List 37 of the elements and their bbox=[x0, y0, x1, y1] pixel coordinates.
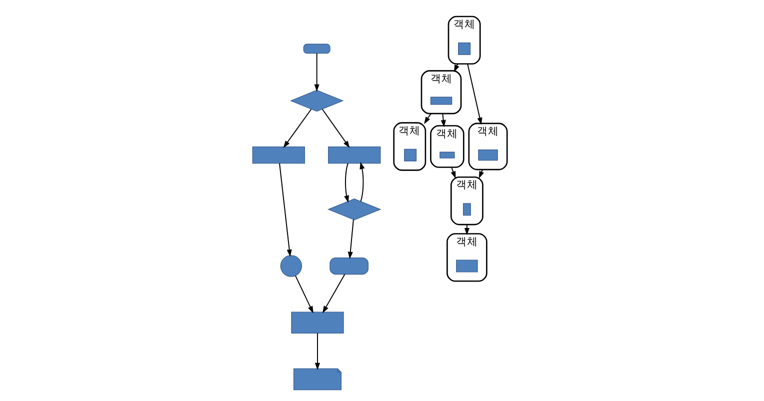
node-box bbox=[404, 148, 416, 162]
cluster: 객체 bbox=[450, 176, 483, 226]
node-circle bbox=[280, 255, 302, 277]
cluster: 객체 bbox=[420, 70, 462, 114]
arrow bbox=[294, 275, 313, 314]
cluster: 객체 bbox=[430, 125, 464, 168]
node-box bbox=[302, 44, 330, 54]
cluster: 객체 bbox=[468, 122, 508, 170]
node-box bbox=[252, 146, 304, 164]
node-diamond bbox=[326, 198, 381, 220]
arrow bbox=[347, 219, 354, 260]
node-box bbox=[328, 146, 380, 164]
arrow bbox=[322, 274, 345, 314]
arrow bbox=[359, 162, 364, 202]
node-box bbox=[430, 96, 452, 105]
arrow bbox=[466, 63, 482, 125]
arrow bbox=[282, 108, 312, 148]
arrow bbox=[464, 224, 469, 236]
cluster: 객체 bbox=[392, 122, 426, 171]
node-box bbox=[290, 312, 344, 334]
node-box bbox=[439, 152, 454, 158]
node-box bbox=[329, 257, 368, 275]
cluster: 객체 bbox=[446, 233, 487, 282]
node-box bbox=[458, 42, 470, 55]
node-box bbox=[456, 260, 478, 272]
cluster: 객체 bbox=[447, 16, 480, 65]
node-diamond bbox=[289, 90, 344, 112]
arrow bbox=[314, 52, 319, 92]
arrow bbox=[423, 113, 432, 124]
node-box bbox=[478, 149, 498, 161]
arrow bbox=[321, 108, 350, 148]
arrow bbox=[278, 162, 292, 257]
arrow bbox=[314, 332, 320, 370]
arrow bbox=[450, 166, 456, 179]
arrow bbox=[478, 169, 484, 179]
arrow bbox=[344, 162, 349, 203]
node-box bbox=[462, 203, 470, 216]
